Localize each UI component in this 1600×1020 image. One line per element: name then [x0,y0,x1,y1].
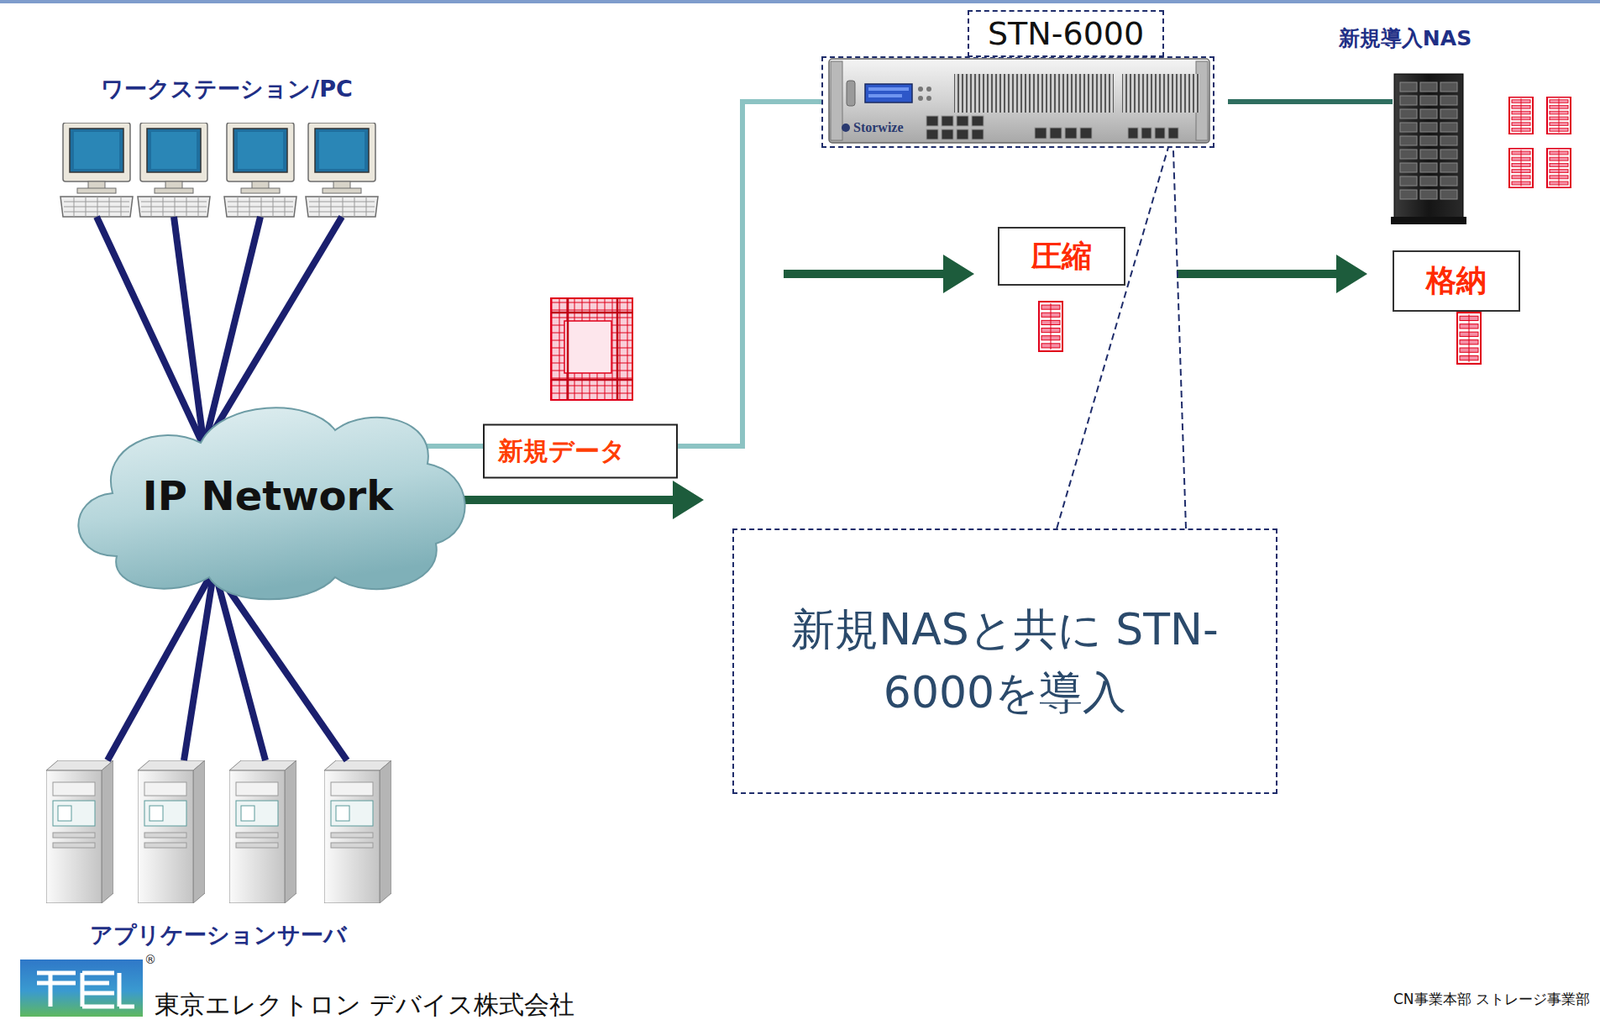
flow-label: 新規データ [482,424,678,479]
group-heading: ワークステーション/PC [100,73,352,105]
brand-text: Storwize [853,120,904,136]
server-group: アプリケーションサーバ [33,755,404,954]
server-icon [229,760,297,903]
appliance-name: STN-6000 [967,10,1165,58]
process-box: 圧縮 [997,226,1126,286]
connector-line [1056,147,1169,529]
connector [1227,101,1393,103]
header-rule [0,0,1600,4]
callout-text: 新規NASと共に STN-6000を導入 [786,598,1224,725]
process-label: 格納 [1426,260,1487,302]
nas-box: 新規導入NAS [1392,71,1465,225]
document-icon [1457,312,1481,364]
document-icon [1547,148,1571,188]
network-cloud: IP Network [66,388,470,603]
nas-heading: 新規導入NAS [1338,24,1472,53]
document-icon [1509,97,1533,135]
connector-line [107,568,215,761]
workstation-icons [60,122,378,217]
group-heading: アプリケーションサーバ [89,919,347,950]
server-icon [46,760,114,903]
server-icon [137,760,205,903]
company-logo [20,959,143,1017]
document-icon [1547,97,1571,135]
pc-icon [60,122,133,217]
callout-box: 新規NASと共に STN-6000を導入 [732,528,1278,794]
connector [409,101,822,446]
connector-line [173,216,205,447]
connector [1056,147,1186,529]
department-name: CN事業本部 ストレージ事業部 [1393,989,1590,1009]
connector-line [96,216,205,447]
process-label: 圧縮 [1031,236,1092,278]
stn-6000-appliance [828,58,1210,143]
pc-icon [224,122,297,217]
document-icon [1038,301,1063,352]
server-icons [46,760,392,903]
connector-line [409,101,822,446]
process-box: 格納 [1392,250,1521,312]
flow-arrows [464,254,975,520]
network-label: IP Network [142,472,394,520]
connector [107,568,347,761]
connector-line [1227,99,1393,105]
connector-line [1173,147,1186,529]
new-data-document [550,298,633,400]
flow-arrow [1176,254,1368,294]
nas-tower [1390,73,1467,225]
connector [1176,254,1368,294]
document-icon [1509,148,1533,188]
server-icon [324,760,392,903]
workstation-group: ワークステーション/PC [50,67,404,221]
pc-icon [305,122,378,217]
company-name: 東京エレクトロン デバイス株式会社 [154,987,575,1020]
pc-icon [137,122,210,217]
registered-mark: ® [144,952,157,966]
connector-line [183,568,215,761]
